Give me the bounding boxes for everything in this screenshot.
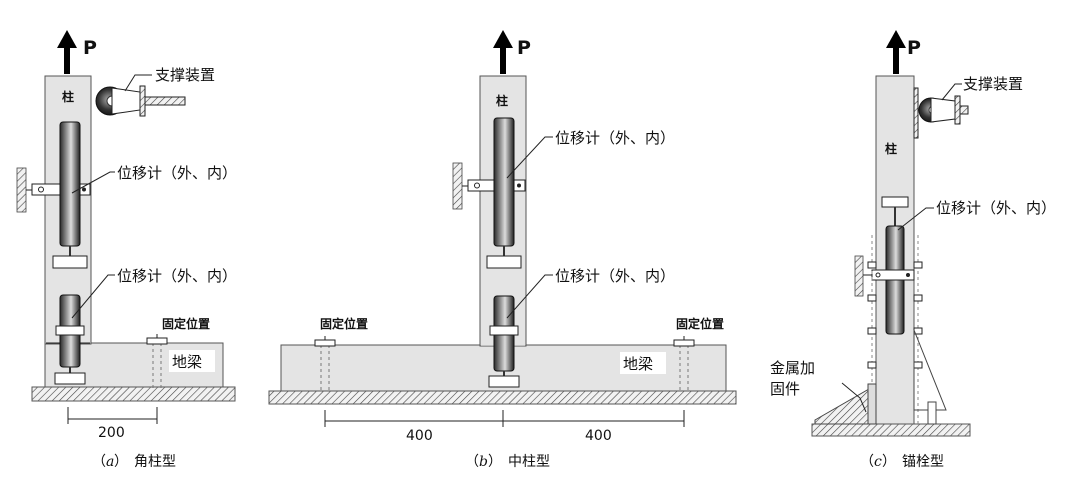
upper-gauge-label: 位移计（外、内） [555, 129, 675, 147]
load-arrow: P [493, 30, 531, 74]
svg-text:）: ） [488, 454, 502, 470]
dimension-a-label: 200 [98, 425, 125, 441]
dimension-200: 200 [67, 407, 158, 441]
fix-point-right: 固定位置 [673, 316, 724, 393]
upper-gauge-label: 位移计（外、内） [117, 164, 237, 182]
svg-text:a: a [106, 454, 114, 470]
svg-text:中柱型: 中柱型 [508, 454, 550, 470]
metal-bracket [814, 329, 947, 425]
column-label: 柱 [62, 89, 74, 104]
upper-displacement-gauge [16, 121, 91, 269]
beam-label: 地梁 [172, 353, 202, 371]
caption-b: （ b ） 中柱型 [465, 454, 550, 470]
dimension-b-right-label: 400 [585, 428, 612, 444]
column-label: 柱 [885, 141, 897, 156]
dimension-b-left-label: 400 [406, 428, 433, 444]
lower-gauge-label: 位移计（外、内） [117, 267, 237, 285]
caption-a: （ a ） 角柱型 [92, 454, 176, 470]
load-label: P [517, 37, 531, 59]
ground-base [811, 423, 971, 437]
caption-c: （ c ） 锚栓型 [860, 454, 944, 470]
svg-text:角柱型: 角柱型 [134, 454, 176, 470]
column-label: 柱 [496, 93, 508, 108]
displacement-gauge [854, 196, 915, 335]
svg-text:锚栓型: 锚栓型 [902, 454, 944, 470]
load-label: P [907, 37, 921, 59]
lower-displacement-gauge [488, 295, 520, 388]
panel-b-middle-column: 柱 P 位移计（外、内） 位移计（外、内） [268, 30, 737, 470]
dimension-400-400: 400 400 [324, 410, 685, 444]
load-arrow: P [57, 30, 97, 74]
bracket-label-line2: 固件 [770, 380, 800, 398]
fix-point: 固定位置 [146, 316, 210, 390]
support-label: 支撑装置 [963, 75, 1023, 93]
svg-text:（: （ [860, 454, 874, 470]
load-arrow: P [886, 30, 921, 74]
ground-base [31, 386, 236, 402]
svg-text:（: （ [92, 454, 106, 470]
fix-point-label: 固定位置 [162, 316, 210, 331]
fix-point-left: 固定位置 [314, 316, 368, 393]
gauge-label: 位移计（外、内） [936, 199, 1056, 217]
support-device [913, 87, 969, 139]
svg-text:）: ） [114, 454, 128, 470]
lower-gauge-label: 位移计（外、内） [555, 267, 675, 285]
svg-text:）: ） [882, 454, 896, 470]
upper-displacement-gauge [452, 117, 526, 269]
bracket-label-line1: 金属加 [770, 359, 815, 377]
ground-base [268, 390, 737, 405]
support-label: 支撑装置 [155, 66, 215, 84]
support-device [95, 85, 186, 117]
beam-label: 地梁 [623, 355, 653, 373]
load-label: P [83, 37, 97, 59]
lower-displacement-gauge [54, 294, 86, 385]
svg-text:c: c [874, 454, 882, 470]
fix-point-label: 固定位置 [320, 316, 368, 331]
panel-c-anchor-bolt: 柱 P 支撑装置 位移计（外、内） [770, 30, 1056, 470]
svg-text:b: b [479, 454, 488, 470]
fix-point-label: 固定位置 [676, 316, 724, 331]
svg-text:（: （ [465, 454, 479, 470]
panel-a-corner-column: 柱 P 支撑装置 位移计（外、内） [16, 30, 237, 470]
